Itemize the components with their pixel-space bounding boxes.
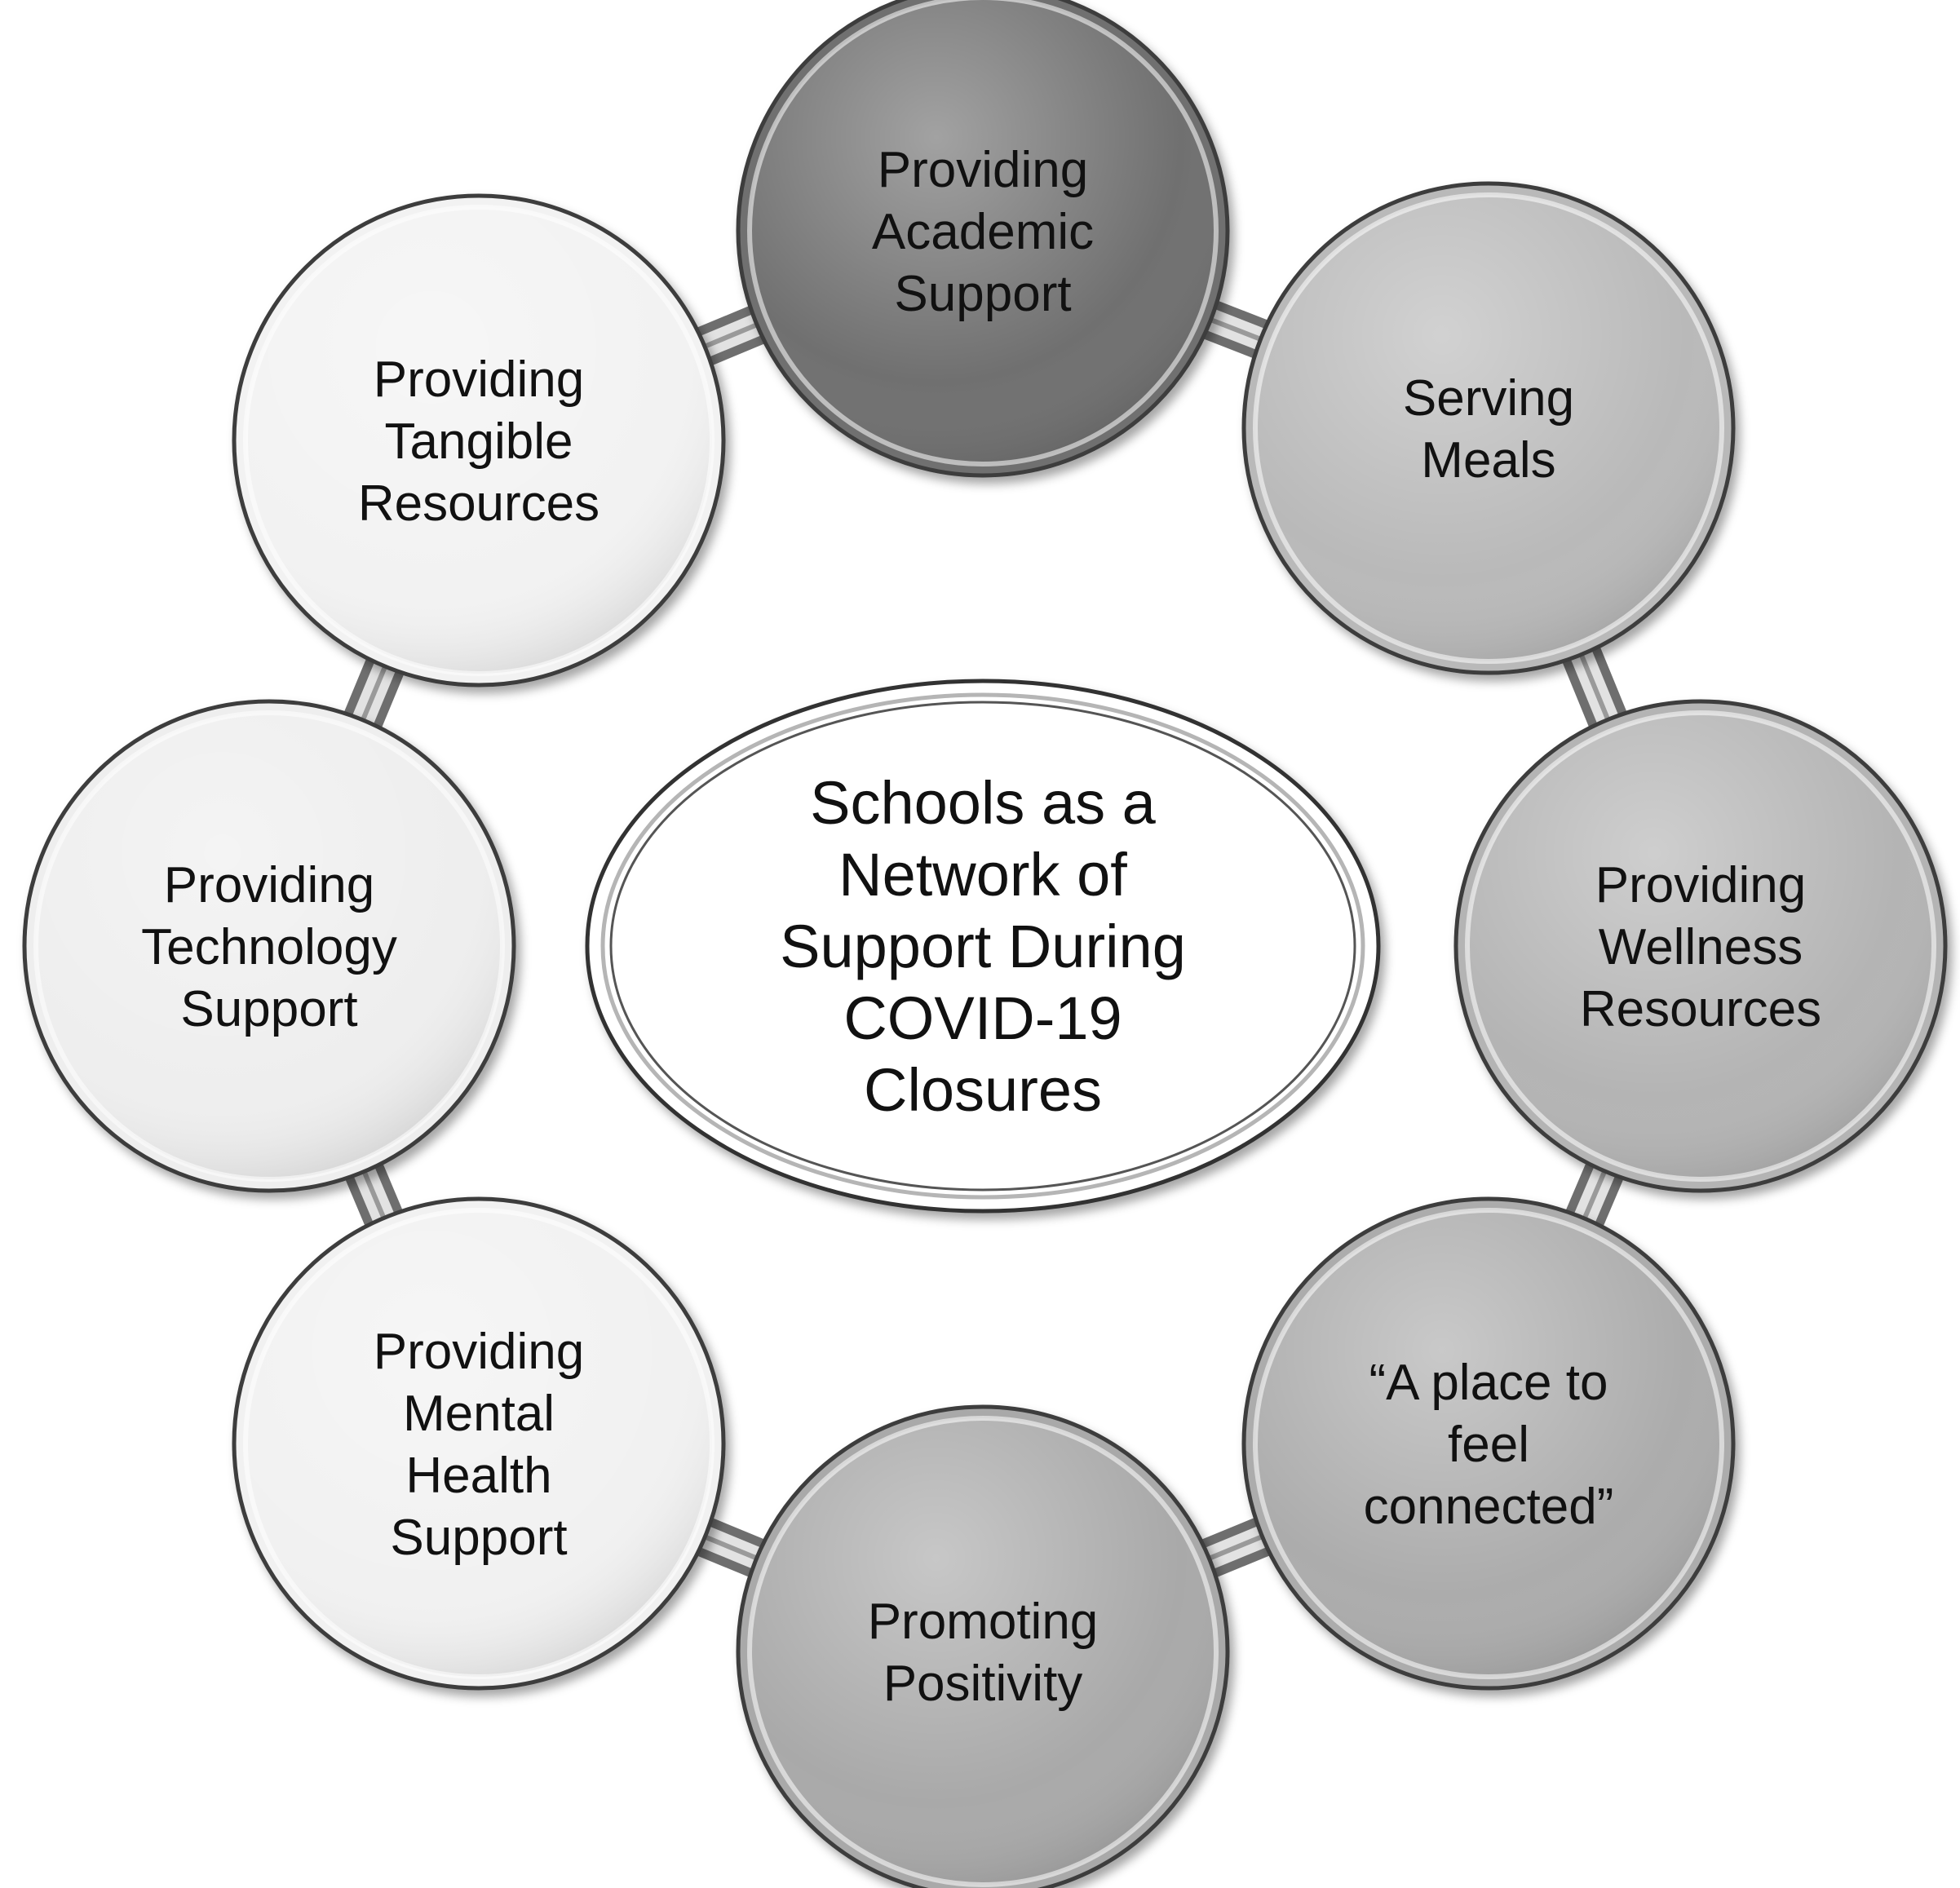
node-bevel (1465, 710, 1936, 1182)
node-label-line: Meals (1421, 432, 1555, 489)
node-bevel (243, 1208, 715, 1679)
node-label-line: Resources (1580, 981, 1821, 1037)
node-label-line: Serving (1403, 370, 1574, 427)
node-label-line: Promoting (868, 1594, 1099, 1650)
node-bevel (33, 710, 505, 1182)
node-label-line: Positivity (883, 1656, 1083, 1712)
center-title-line: Network of (838, 841, 1127, 909)
node-label-line: “A place to (1369, 1355, 1608, 1411)
node-connected: “A place to feel connected” (1241, 1196, 1736, 1691)
center-title-line: COVID-19 (843, 984, 1122, 1052)
node-label-line: Providing (1595, 857, 1806, 913)
node-label-line: Providing (164, 857, 374, 913)
node-bevel (747, 0, 1219, 466)
node-label-line: Providing (374, 352, 584, 408)
center-title-line: Support During (780, 913, 1186, 980)
node-bevel (747, 1416, 1219, 1887)
node-label-line: Technology (141, 919, 397, 975)
node-label-line: connected” (1364, 1479, 1614, 1535)
center-title-line: Schools as a (810, 769, 1157, 837)
node-label-line: Health (405, 1448, 551, 1504)
node-label-line: Support (180, 981, 357, 1037)
node-bevel (1253, 1208, 1724, 1679)
node-bevel (243, 205, 715, 676)
node-label-line: Providing (374, 1324, 584, 1380)
node-label: “A place to feel connected” (1364, 1355, 1614, 1535)
node-label-line: feel (1448, 1417, 1529, 1473)
node-bevel (1253, 192, 1724, 664)
node-label-line: Mental (403, 1386, 555, 1442)
node-label-line: Support (390, 1510, 567, 1566)
node-label-line: Wellness (1599, 919, 1803, 975)
node-label-line: Academic (872, 204, 1094, 260)
node-label-line: Providing (878, 142, 1088, 198)
center-title-line: Closures (864, 1056, 1102, 1124)
node-label-line: Support (894, 266, 1071, 322)
node-label-line: Resources (358, 475, 600, 532)
node-label-line: Tangible (385, 413, 573, 470)
